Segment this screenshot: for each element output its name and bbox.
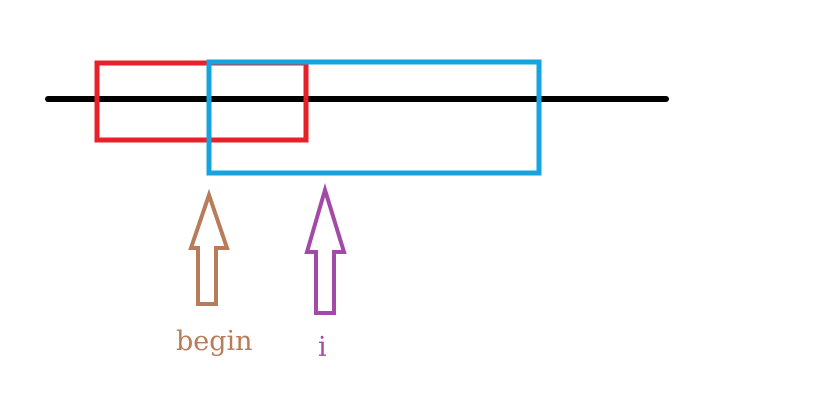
i-label: i: [318, 332, 327, 363]
begin-label: begin: [176, 326, 253, 357]
blue-interval-box: [206, 59, 542, 176]
i-arrow-icon: [304, 183, 347, 315]
begin-arrow-icon: [188, 188, 230, 306]
red-interval-box: [94, 60, 309, 143]
